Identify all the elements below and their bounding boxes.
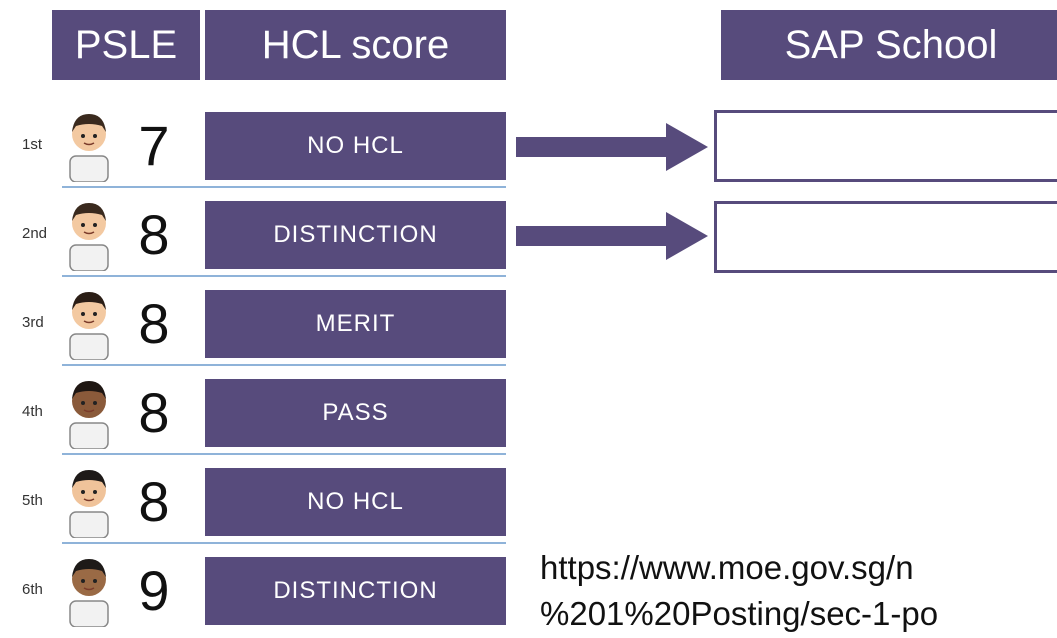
sap-school-header: SAP School [721,10,1057,80]
source-url-line-1: https://www.moe.gov.sg/n [540,549,914,586]
hcl-score-header-label: HCL score [261,22,450,67]
psle-score: 8 [138,203,170,266]
psle-score: 8 [138,292,170,355]
student-avatar-icon [69,381,109,449]
hcl-grade-box: DISTINCTION [205,201,506,269]
hcl-grade-box: NO HCL [205,112,506,180]
psle-score: 8 [138,470,170,533]
hcl-grade-box: NO HCL [205,468,506,536]
sap-school-slot-1 [714,110,1057,182]
rank-label: 5th [22,492,43,509]
hcl-grade-box: DISTINCTION [205,557,506,625]
row-separator [62,453,506,455]
hcl-grade-label: MERIT [315,310,396,337]
psle-score: 7 [138,114,170,177]
hcl-grade-label: PASS [322,399,389,426]
psle-header-label: PSLE [74,22,178,67]
psle-score: 8 [138,381,170,444]
row-separator [62,275,506,277]
row-separator [62,542,506,544]
rank-label: 3rd [22,314,44,331]
hcl-grade-box: PASS [205,379,506,447]
hcl-grade-label: NO HCL [307,132,404,159]
student-avatar-icon [69,470,109,538]
rank-label: 6th [22,581,43,598]
row-separator [62,364,506,366]
rank-label: 2nd [22,225,48,242]
hcl-grade-label: NO HCL [307,488,404,515]
hcl-score-header: HCL score [205,10,506,80]
student-avatar-icon [69,292,109,360]
rank-label: 1st [22,136,43,153]
row-separator [62,186,506,188]
arrow-icon [516,212,708,260]
sap-school-slot-2 [714,201,1057,273]
rank-label: 4th [22,403,43,420]
psle-score: 9 [138,559,170,622]
student-avatar-icon [69,203,109,271]
sap-school-header-label: SAP School [784,22,998,67]
hcl-grade-box: MERIT [205,290,506,358]
psle-header: PSLE [52,10,200,80]
hcl-grade-label: DISTINCTION [273,577,438,604]
arrow-icon [516,123,708,171]
source-url-line-2: %201%20Posting/sec-1-po [540,595,939,632]
student-avatar-icon [69,114,109,182]
student-avatar-icon [69,559,109,627]
hcl-grade-label: DISTINCTION [273,221,438,248]
